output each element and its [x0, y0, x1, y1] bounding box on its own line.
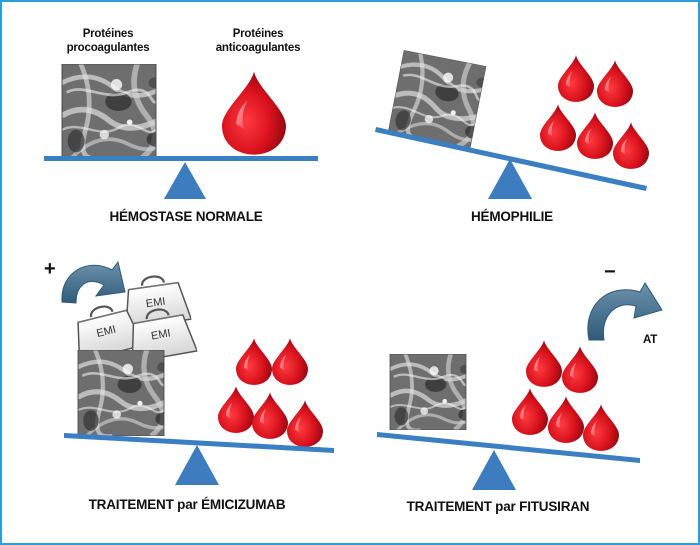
panel-hemophilia: HÉMOPHILIE [375, 50, 649, 224]
procoagulant-label-line1: Protéines [83, 28, 134, 40]
blood-drop-icon [526, 340, 562, 387]
weight-label: EMI [145, 296, 166, 311]
fibrin-micrograph-icon [60, 64, 158, 158]
weight-label: EMI [150, 327, 171, 342]
blood-drop-icon [562, 346, 598, 393]
panel-emicizumab: + EMI EMI EMI TRAITEMENT par ÉMICIZUMAB [44, 258, 334, 512]
blood-drop-icon [558, 55, 594, 102]
panel-title: TRAITEMENT par ÉMICIZUMAB [89, 497, 286, 512]
panel-normal-hemostasis: Protéines procoagulantes Protéines antic… [44, 28, 318, 224]
balance-beam [377, 432, 640, 463]
curved-arrow-icon [587, 282, 663, 341]
panel-title: TRAITEMENT par FITUSIRAN [407, 499, 590, 514]
triangle-fulcrum-icon [175, 445, 219, 485]
triangle-fulcrum-icon [488, 159, 532, 199]
blood-drop-icon [236, 338, 272, 385]
blood-drop-icon [272, 338, 308, 385]
anticoagulant-label-line1: Protéines [233, 28, 284, 40]
fibrin-micrograph-icon [388, 354, 468, 430]
blood-drop-icon [287, 400, 323, 447]
minus-sign: − [604, 261, 616, 283]
triangle-fulcrum-icon [164, 162, 206, 199]
fibrin-micrograph-icon [76, 350, 166, 436]
balance-beam [375, 127, 647, 191]
balance-beam [44, 156, 318, 161]
curved-arrow-icon [61, 260, 126, 304]
anticoagulant-label-line2: anticoagulantes [216, 42, 301, 54]
panel-title: HÉMOPHILIE [471, 209, 553, 224]
panel-fitusiran: − AT TRAITEMENT par FITUSIRAN [377, 261, 663, 514]
antithrombin-label: AT [643, 334, 657, 346]
blood-drop-icon [613, 122, 649, 169]
blood-drop-icon [540, 104, 576, 151]
blood-drop-icon [252, 392, 288, 439]
balance-beam [64, 433, 334, 453]
weight-label: EMI [95, 324, 117, 340]
blood-drop-icon [218, 386, 254, 433]
blood-drop-icon [222, 71, 286, 155]
triangle-fulcrum-icon [472, 450, 516, 490]
blood-drop-icon [512, 388, 548, 435]
blood-drop-icon [577, 112, 613, 159]
plus-sign: + [44, 258, 56, 280]
procoagulant-label-line2: procoagulantes [67, 42, 150, 54]
blood-drop-icon [597, 60, 633, 107]
blood-drop-icon [583, 404, 619, 451]
panel-title: HÉMOSTASE NORMALE [109, 209, 262, 224]
blood-drop-icon [548, 396, 584, 443]
